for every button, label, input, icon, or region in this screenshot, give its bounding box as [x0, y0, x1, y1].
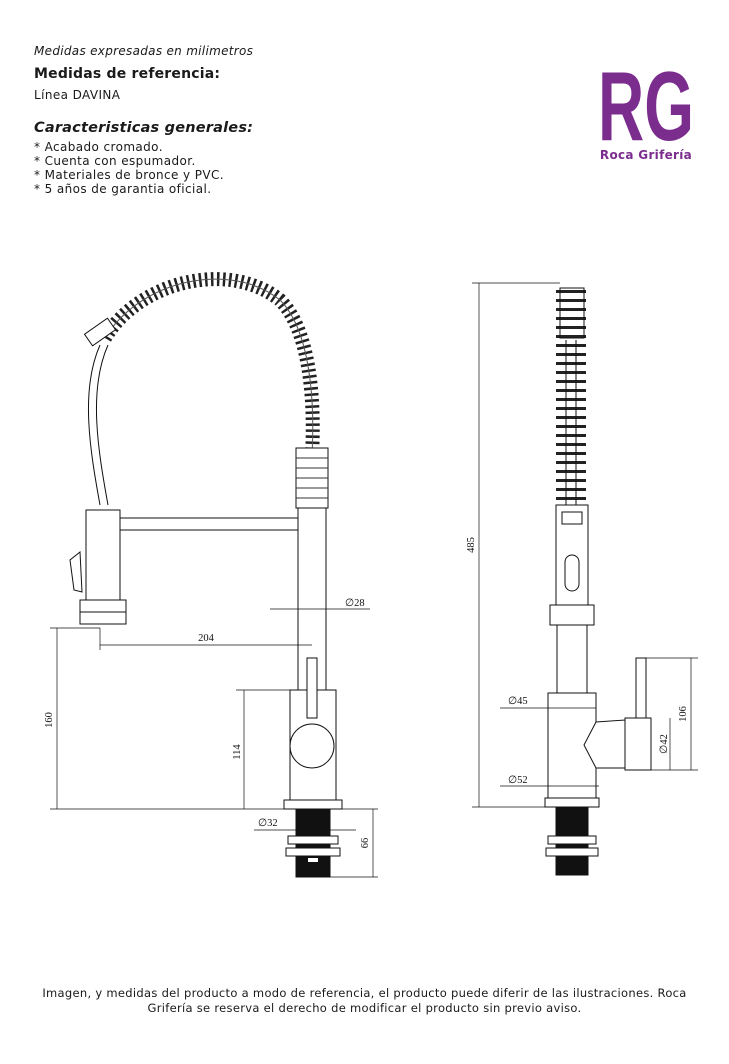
product-line: Línea DAVINA [34, 88, 121, 102]
header: Medidas expresadas en milimetros Medidas… [34, 44, 253, 196]
dim-pipe-diameter: ∅28 [345, 598, 365, 609]
dim-spout-reach: 204 [198, 633, 215, 644]
dim-shank-length: 66 [360, 838, 371, 849]
reference-heading: Medidas de referencia: [34, 66, 221, 82]
dim-body-diameter: ∅45 [508, 696, 528, 707]
dim-shank-diameter: ∅32 [258, 818, 278, 829]
holder-arm [119, 517, 299, 531]
side-base-plate [544, 797, 600, 808]
dim-base-diameter: ∅52 [508, 775, 528, 786]
handle-knob [289, 723, 335, 769]
hose-connector [83, 317, 117, 347]
rg-logo-mark: RG [598, 51, 694, 161]
base-plate [283, 799, 343, 810]
brand-logo: RG Roca Grifería [596, 51, 696, 172]
feature-item: * Acabado cromado. [34, 140, 163, 154]
dim-body-height: 114 [232, 744, 243, 760]
feature-item: * 5 años de garantia oficial. [34, 182, 212, 196]
feature-item: * Materiales de bronce y PVC. [34, 168, 225, 182]
dim-handle-height: 106 [678, 706, 689, 722]
side-pipe [556, 624, 588, 694]
side-lever [635, 657, 647, 719]
dim-base-height: 160 [44, 712, 55, 728]
units-note: Medidas expresadas en milimetros [34, 44, 254, 58]
features-list: * Acabado cromado. * Cuenta con espumado… [34, 140, 253, 196]
pulldown-hose-inner [96, 344, 109, 506]
dim-handle-diameter: ∅42 [659, 734, 670, 754]
side-handle [624, 717, 652, 771]
spring-coil [99, 272, 320, 456]
pulldown-hose [88, 344, 101, 506]
features-title: Caracteristicas generales: [34, 120, 254, 136]
dim-total-height: 485 [466, 537, 477, 553]
front-view: 204 ∅28 160 114 ∅32 66 [44, 272, 378, 878]
side-handle-neck [583, 719, 626, 769]
disclaimer: Imagen, y medidas del producto a modo de… [42, 986, 687, 1015]
handle-lever [306, 657, 318, 719]
spray-trigger-icon [69, 550, 83, 593]
spring-core [104, 278, 314, 456]
side-view: 485 ∅45 ∅52 ∅42 106 [466, 282, 698, 876]
logo-monogram: RG [598, 52, 694, 148]
feature-item: * Cuenta con espumador. [34, 154, 196, 168]
logo-name: Roca Grifería [599, 148, 693, 162]
